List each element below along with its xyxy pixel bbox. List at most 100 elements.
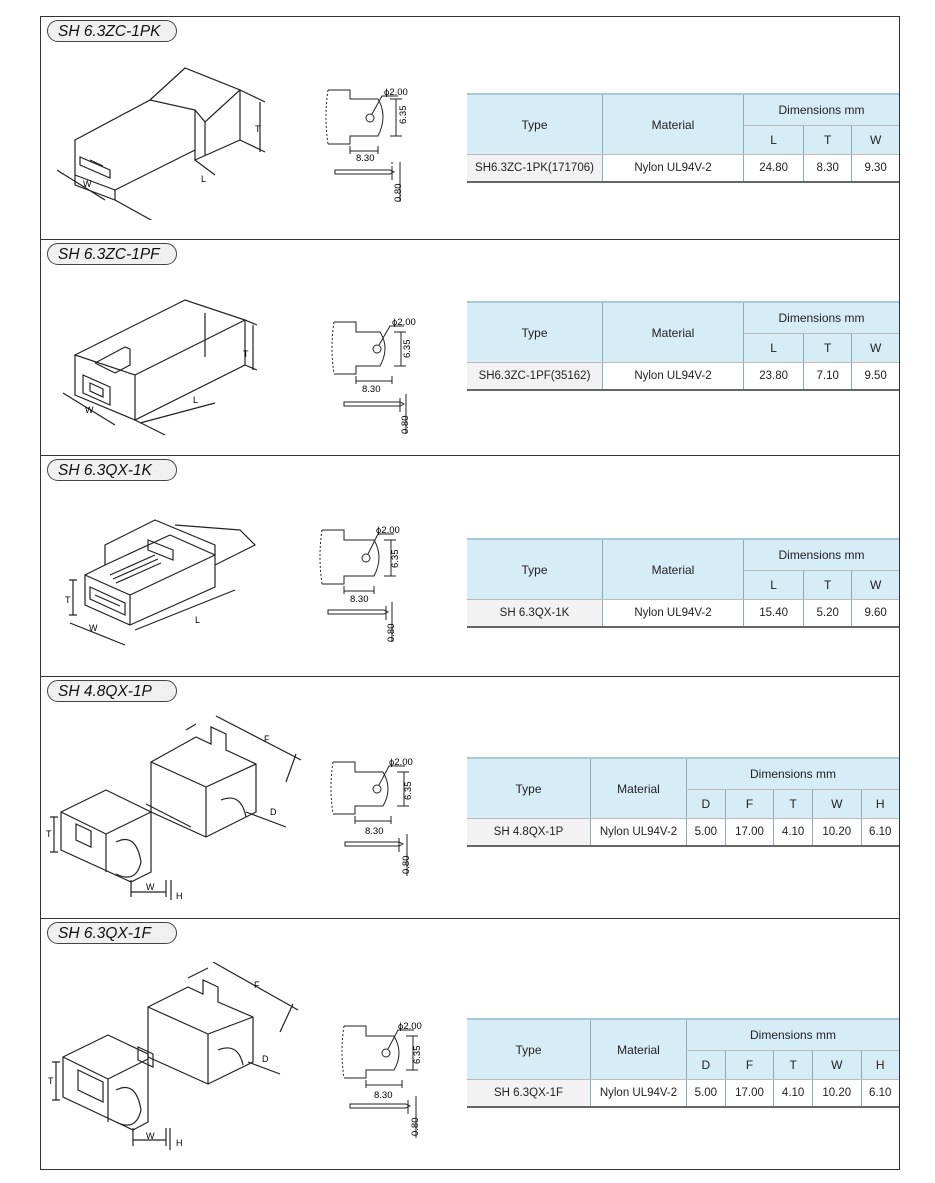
dim-label: T [243, 349, 249, 359]
section-divider [40, 239, 900, 240]
housing-drawing: T W H F D [48, 962, 299, 1150]
row-value: 4.10 [773, 818, 813, 847]
row-value: 5.00 [686, 1079, 726, 1108]
row-value: 7.10 [803, 362, 852, 391]
spec-table: Type Material Dimensions mm L T W SH6.3Z… [467, 301, 899, 391]
col-material: Material [602, 93, 744, 155]
dim-col: H [860, 1050, 899, 1080]
row-value: 6.10 [860, 1079, 899, 1108]
terminal-thickness: 0.80 [386, 624, 397, 643]
col-type: Type [467, 93, 603, 155]
hole-diameter: ϕ2.00 [376, 525, 400, 536]
terminal-height: 6.35 [402, 340, 413, 359]
spec-table: Type Material Dimensions mm L T W SH 6.3… [467, 538, 899, 628]
col-type: Type [467, 301, 603, 363]
dim-col: T [773, 1050, 813, 1080]
terminal-drawing: ϕ2.00 6.35 8.30 0.80 [325, 87, 409, 203]
section-title: SH 4.8QX-1P [47, 680, 177, 702]
dim-label: F [264, 734, 270, 744]
dim-col: W [812, 789, 861, 819]
dim-label: D [270, 807, 277, 817]
terminal-height: 6.35 [412, 1046, 423, 1065]
dim-label: T [48, 1076, 54, 1086]
row-value: 5.20 [803, 599, 852, 628]
terminal-drawing: ϕ2.00 6.35 8.30 0.80 [331, 317, 416, 434]
terminal-length: 8.30 [362, 384, 381, 395]
dim-label: W [89, 623, 98, 633]
row-value: 15.40 [742, 599, 804, 628]
spec-table: Type Material Dimensions mm L T W SH6.3Z… [467, 93, 899, 183]
col-material: Material [602, 301, 744, 363]
row-value: 9.30 [851, 154, 899, 183]
housing-drawing: T W L [56, 67, 266, 220]
row-value: 23.80 [742, 362, 804, 391]
dim-col: F [724, 1050, 774, 1080]
dim-label: D [262, 1054, 269, 1064]
terminal-length: 8.30 [356, 153, 375, 164]
dim-label: H [176, 1138, 183, 1148]
dim-col: T [803, 125, 852, 155]
housing-drawing: T W H F D [46, 715, 302, 901]
dim-label: L [195, 615, 200, 625]
terminal-drawing: ϕ2.00 6.35 8.30 0.80 [319, 525, 401, 643]
row-value: 5.00 [686, 818, 726, 847]
terminal-height: 6.35 [390, 550, 401, 569]
page-frame [40, 16, 900, 1170]
dim-label: L [201, 174, 206, 184]
dim-col: H [860, 789, 899, 819]
section-title: SH 6.3QX-1F [47, 922, 177, 944]
dim-col: W [851, 570, 899, 600]
section-title: SH 6.3ZC-1PK [47, 20, 177, 42]
col-dimensions: Dimensions mm [686, 757, 899, 790]
row-value: 24.80 [742, 154, 804, 183]
dim-label: H [176, 891, 183, 901]
dim-label: W [83, 179, 92, 189]
section-divider [40, 455, 900, 456]
row-type: SH 4.8QX-1P [467, 818, 591, 847]
hole-diameter: ϕ2.00 [392, 317, 416, 328]
col-dimensions: Dimensions mm [743, 301, 899, 334]
terminal-length: 8.30 [350, 594, 369, 605]
dim-label: W [146, 882, 155, 892]
row-value: 17.00 [724, 1079, 774, 1108]
dim-label: F [254, 980, 260, 990]
col-type: Type [467, 538, 603, 600]
dim-col: W [851, 333, 899, 363]
row-value: 8.30 [803, 154, 852, 183]
terminal-thickness: 0.80 [401, 856, 412, 875]
row-material: Nylon UL94V-2 [602, 154, 744, 183]
row-material: Nylon UL94V-2 [590, 818, 687, 847]
dim-label: W [146, 1131, 155, 1141]
dim-label: T [46, 829, 52, 839]
terminal-length: 8.30 [365, 826, 384, 837]
spec-table: Type Material Dimensions mm D F T W H SH… [467, 1018, 899, 1108]
dim-col: T [803, 333, 852, 363]
terminal-length: 8.30 [374, 1090, 393, 1101]
hole-diameter: ϕ2.00 [398, 1021, 422, 1032]
section-divider [40, 918, 900, 919]
dim-col: L [742, 570, 804, 600]
row-value: 6.10 [860, 818, 899, 847]
dim-col: T [803, 570, 852, 600]
row-material: Nylon UL94V-2 [590, 1079, 687, 1108]
row-type: SH 6.3QX-1K [467, 599, 603, 628]
dim-col: W [851, 125, 899, 155]
dim-col: L [742, 333, 804, 363]
row-value: 4.10 [773, 1079, 813, 1108]
dim-col: D [686, 789, 726, 819]
hole-diameter: ϕ2.00 [389, 757, 413, 768]
terminal-thickness: 0.80 [393, 184, 404, 203]
row-type: SH6.3ZC-1PK(171706) [467, 154, 603, 183]
row-value: 17.00 [724, 818, 774, 847]
row-material: Nylon UL94V-2 [602, 599, 744, 628]
dim-col: T [773, 789, 813, 819]
row-value: 9.60 [851, 599, 899, 628]
terminal-height: 6.35 [403, 782, 414, 801]
row-value: 10.20 [812, 818, 861, 847]
col-dimensions: Dimensions mm [743, 93, 899, 126]
housing-drawing: T W L [65, 519, 257, 646]
dim-col: W [812, 1050, 861, 1080]
dim-label: L [193, 395, 198, 405]
dim-col: D [686, 1050, 726, 1080]
dim-label: T [255, 124, 261, 134]
